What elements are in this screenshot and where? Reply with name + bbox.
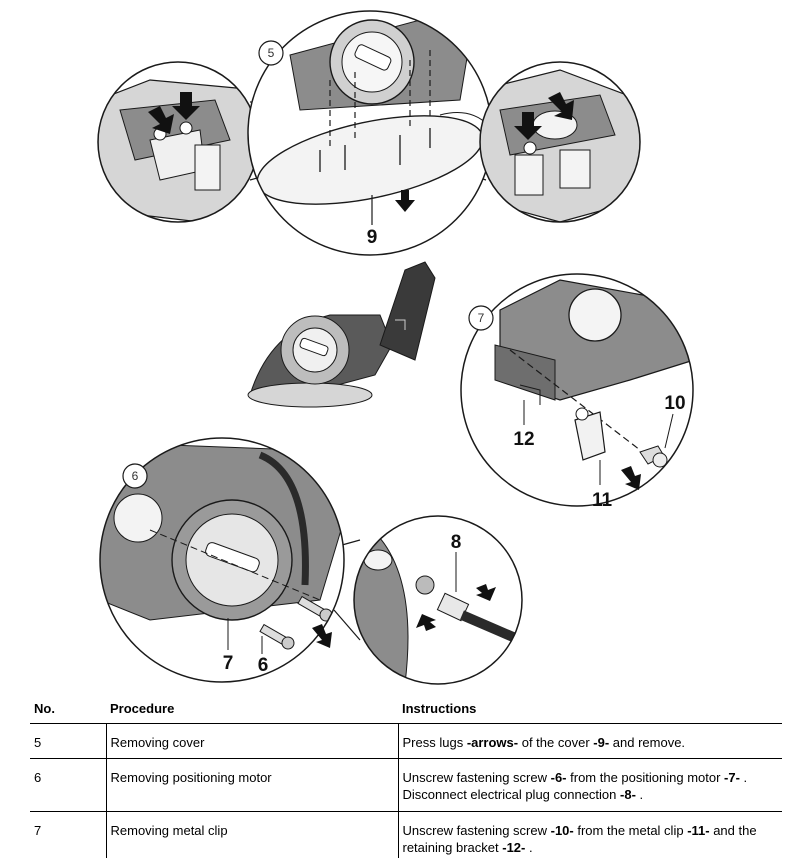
step6-positioning-motor-detail: 6 7 6 8: [99, 437, 523, 685]
press-arrow-icon: [514, 112, 542, 140]
ref-7: -7-: [724, 770, 740, 785]
callout-9: 9: [367, 227, 378, 248]
down-arrow-icon: [621, 466, 641, 490]
header-no: No.: [30, 694, 106, 724]
ref-9: -9-: [593, 735, 610, 750]
instr-text: Press lugs: [402, 735, 467, 750]
mirror-housing-overview: [247, 261, 436, 408]
instr-text: .: [525, 840, 533, 855]
row-number: 6: [30, 758, 106, 812]
pull-arrow-icon: [476, 584, 496, 601]
row-procedure: Removing positioning motor: [105, 758, 398, 812]
row-instructions: Unscrew fastening screw -6- from the pos…: [397, 758, 782, 812]
row-procedure: Removing cover: [105, 723, 398, 759]
down-arrow-icon: [312, 624, 332, 648]
callout-7: 7: [223, 653, 234, 674]
ref-12: -12-: [502, 840, 526, 855]
table-row: 7 Removing metal clip Unscrew fastening …: [30, 811, 782, 858]
step-badge-5: 5: [268, 46, 275, 60]
step5-cover-detail: 5 9: [97, 10, 641, 256]
instr-text: from the metal clip: [573, 823, 688, 838]
left-lug-zoom: [98, 62, 258, 222]
press-arrow-icon: [172, 92, 200, 120]
table-row: 5 Removing cover Press lugs -arrows- of …: [30, 723, 782, 759]
procedure-table: No. Procedure Instructions 5 Removing co…: [30, 694, 782, 858]
cover-main-view: [248, 11, 492, 255]
table-row: 6 Removing positioning motor Unscrew fas…: [30, 758, 782, 812]
instr-text: Unscrew fastening screw: [402, 823, 551, 838]
callout-6: 6: [258, 655, 269, 676]
ref-arrows: -arrows-: [466, 735, 519, 750]
header-procedure: Procedure: [106, 694, 398, 724]
row-number: 7: [34, 823, 42, 838]
instr-text: .: [635, 787, 644, 802]
instr-text: of the cover: [518, 735, 594, 750]
row-procedure: Removing metal clip: [105, 811, 398, 858]
callout-8: 8: [451, 532, 462, 553]
press-arrow-icon: [148, 106, 174, 134]
pull-arrow-icon: [416, 614, 436, 631]
callout-12: 12: [513, 429, 534, 450]
callout-10: 10: [664, 393, 685, 414]
ref-8: -8-: [620, 787, 636, 802]
row-number: 5: [30, 723, 106, 759]
press-arrow-icon: [548, 92, 574, 120]
table-header-row: No. Procedure Instructions: [30, 694, 782, 724]
down-arrow-icon: [395, 190, 415, 212]
row-instructions: Press lugs -arrows- of the cover -9- and…: [397, 723, 782, 759]
instr-text: from the positioning motor: [566, 770, 725, 785]
ref-6: -6-: [550, 770, 567, 785]
assembly-illustration: 5 9 7 12 10: [97, 10, 694, 685]
screw-icon: [259, 623, 295, 650]
header-instructions: Instructions: [398, 694, 782, 724]
ref-10: -10-: [550, 823, 574, 838]
instr-text: and the retaining bracket: [402, 823, 757, 855]
ref-11: -11-: [687, 823, 710, 838]
step7-metal-clip-detail: 7 12 10 11: [460, 273, 694, 511]
instr-text: . Disconnect electrical plug connection: [402, 770, 748, 802]
instr-text: and remove.: [609, 735, 686, 750]
right-lug-zoom: [480, 62, 640, 222]
instr-text: Unscrew fastening screw: [402, 770, 551, 785]
callout-11: 11: [592, 490, 613, 511]
step-badge-6: 6: [132, 469, 139, 483]
row-instructions: Unscrew fastening screw -10- from the me…: [397, 811, 782, 858]
step-badge-7: 7: [478, 311, 485, 325]
